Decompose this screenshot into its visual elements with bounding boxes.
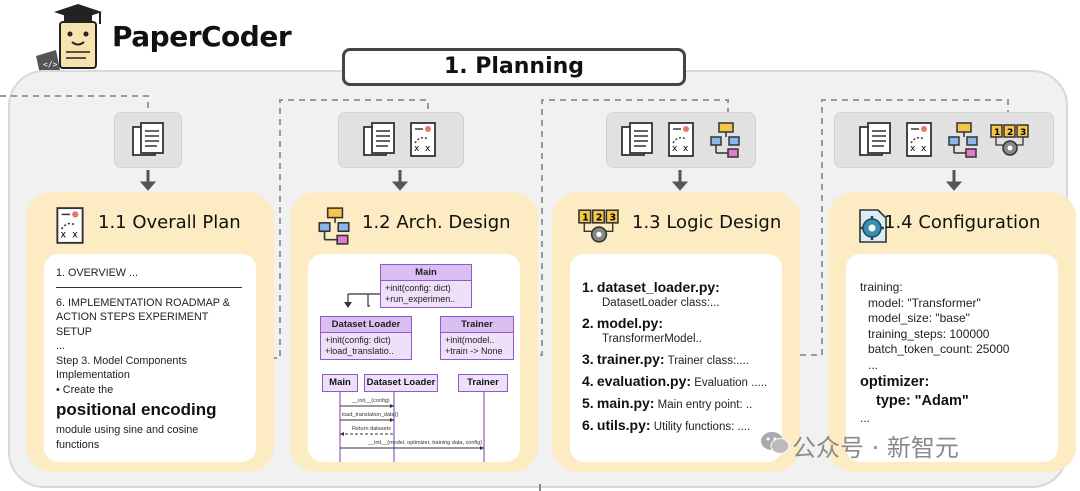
lifeline-main: Main — [322, 374, 358, 392]
uml-class-name: Dataset Loader — [321, 317, 411, 333]
inputs-group-1 — [114, 112, 182, 168]
card-title: 1.3 Logic Design — [632, 212, 782, 233]
config-line: optimizer: — [860, 374, 930, 390]
card-title: 1.4 Configuration — [884, 212, 1041, 233]
uml-member: +init(model.. — [445, 335, 495, 345]
svg-text:x: x — [414, 144, 420, 154]
paper-stack-icon — [859, 122, 891, 156]
planning-stage-label: 1. Planning — [342, 48, 686, 86]
config-line: training: — [860, 280, 903, 294]
svg-text:x: x — [910, 144, 916, 154]
divider — [56, 286, 242, 288]
svg-text:x: x — [672, 144, 678, 154]
logic-item: 6. utils.py: Utility functions: .... — [582, 417, 751, 433]
sequence-message: __init__(config) — [352, 398, 390, 404]
plan-line: module using sine and cosine — [56, 424, 199, 436]
gear-steps-icon: 1 2 3 — [990, 124, 1029, 156]
config-line: batch_token_count: 25000 — [868, 342, 1010, 356]
plan-line: ... — [56, 340, 65, 352]
app-title: PaperCoder — [112, 20, 292, 53]
plan-document-icon: x x — [56, 207, 84, 244]
svg-text:3: 3 — [610, 213, 617, 224]
inputs-group-2: x x — [338, 112, 464, 168]
card-title: 1.2 Arch. Design — [362, 212, 511, 233]
svg-text:3: 3 — [1020, 128, 1026, 138]
uml-class-dataset-loader: Dataset Loader +init(config: dict) +load… — [320, 316, 412, 360]
sequence-message: load_translation_data() — [342, 412, 399, 418]
svg-text:2: 2 — [596, 213, 603, 224]
uml-member: +load_translatio.. — [325, 346, 394, 356]
plan-line: 1. OVERVIEW ... — [56, 267, 138, 279]
plan-document-icon: x x — [668, 122, 694, 157]
flowchart-icon — [318, 207, 350, 245]
svg-text:x: x — [72, 230, 78, 241]
config-line: ... — [868, 357, 879, 372]
sequence-message: __init__(model, optimizer, training data… — [368, 440, 483, 446]
uml-class-trainer: Trainer +init(model.. +train -> None — [440, 316, 514, 360]
svg-text:x: x — [921, 144, 927, 154]
logic-item: 1. dataset_loader.py: DatasetLoader clas… — [582, 279, 720, 309]
uml-member: +train -> None — [445, 346, 503, 356]
uml-member: +run_experimen.. — [385, 294, 456, 304]
plan-line: • Create the — [56, 383, 114, 396]
config-line: model_size: "base" — [868, 311, 970, 325]
uml-member: +init(config: dict) — [385, 283, 451, 293]
papercoder-mascot-icon: </> — [36, 4, 102, 74]
flowchart-icon — [948, 122, 978, 158]
svg-text:x: x — [425, 144, 431, 154]
overall-plan-panel: 1. OVERVIEW ... 6. IMPLEMENTATION ROADMA… — [44, 254, 256, 462]
config-line: training_steps: 100000 — [868, 326, 990, 341]
card-arch-design: 1.2 Arch. Design — [290, 192, 538, 472]
svg-text:1: 1 — [994, 128, 1000, 138]
uml-member: +init(config: dict) — [325, 335, 391, 345]
lifeline-trainer: Trainer — [458, 374, 508, 392]
lifeline-dataset-loader: Dataset Loader — [364, 374, 438, 392]
config-gear-icon — [859, 209, 887, 243]
logic-design-panel: 1. dataset_loader.py: DatasetLoader clas… — [570, 254, 782, 462]
logic-item: 2. model.py: TransformerModel.. — [582, 315, 702, 345]
config-line: type: "Adam" — [876, 393, 969, 409]
svg-text:x: x — [61, 230, 67, 241]
svg-text:1: 1 — [582, 213, 589, 224]
uml-class-main: Main +init(config: dict) +run_experimen.… — [380, 264, 472, 308]
config-line: model: "Transformer" — [868, 295, 981, 310]
inputs-group-3: x x — [606, 112, 756, 168]
config-line: ... — [860, 411, 871, 425]
wechat-icon — [761, 432, 790, 454]
card-configuration: 1.4 Configuration training: model: "Tran… — [828, 192, 1076, 472]
plan-line: ACTION STEPS EXPERIMENT SETUP — [56, 311, 209, 338]
plan-document-icon: x x — [906, 122, 932, 157]
plan-document-icon: x x — [410, 122, 436, 157]
flowchart-icon — [710, 122, 740, 158]
arch-design-panel: Main +init(config: dict) +run_experimen.… — [308, 254, 520, 462]
svg-text:2: 2 — [1007, 128, 1013, 138]
plan-highlight: positional encoding — [56, 400, 217, 419]
plan-line: Step 3. Model Components — [56, 354, 187, 367]
logic-item: 3. trainer.py: Trainer class:.... — [582, 351, 749, 367]
watermark: 公众号 · 新智元 — [792, 434, 959, 462]
plan-line: 6. IMPLEMENTATION ROADMAP & — [56, 296, 230, 309]
sequence-message: Return datasets — [352, 426, 391, 432]
configuration-panel: training: model: "Transformer" model_siz… — [846, 254, 1058, 462]
svg-text:x: x — [683, 144, 689, 154]
card-title: 1.1 Overall Plan — [98, 212, 241, 233]
paper-stack-icon — [621, 122, 653, 156]
paper-stack-icon — [132, 122, 164, 156]
gear-steps-icon: 1 2 3 — [578, 209, 619, 243]
plan-line: functions — [56, 438, 100, 451]
logic-item: 5. main.py: Main entry point: .. — [582, 395, 753, 411]
uml-class-name: Main — [381, 265, 471, 281]
svg-text:</>: </> — [43, 60, 58, 69]
uml-class-name: Trainer — [441, 317, 513, 333]
card-overall-plan: x x 1.1 Overall Plan 1. OVERVIEW ... 6. … — [26, 192, 274, 472]
inputs-group-4: x x 1 2 3 — [834, 112, 1054, 168]
plan-line: Implementation — [56, 369, 130, 381]
card-logic-design: 1 2 3 1.3 Logic Design 1. dataset_loader… — [552, 192, 800, 472]
paper-stack-icon — [363, 122, 395, 156]
logic-item: 4. evaluation.py: Evaluation ..... — [582, 373, 768, 389]
